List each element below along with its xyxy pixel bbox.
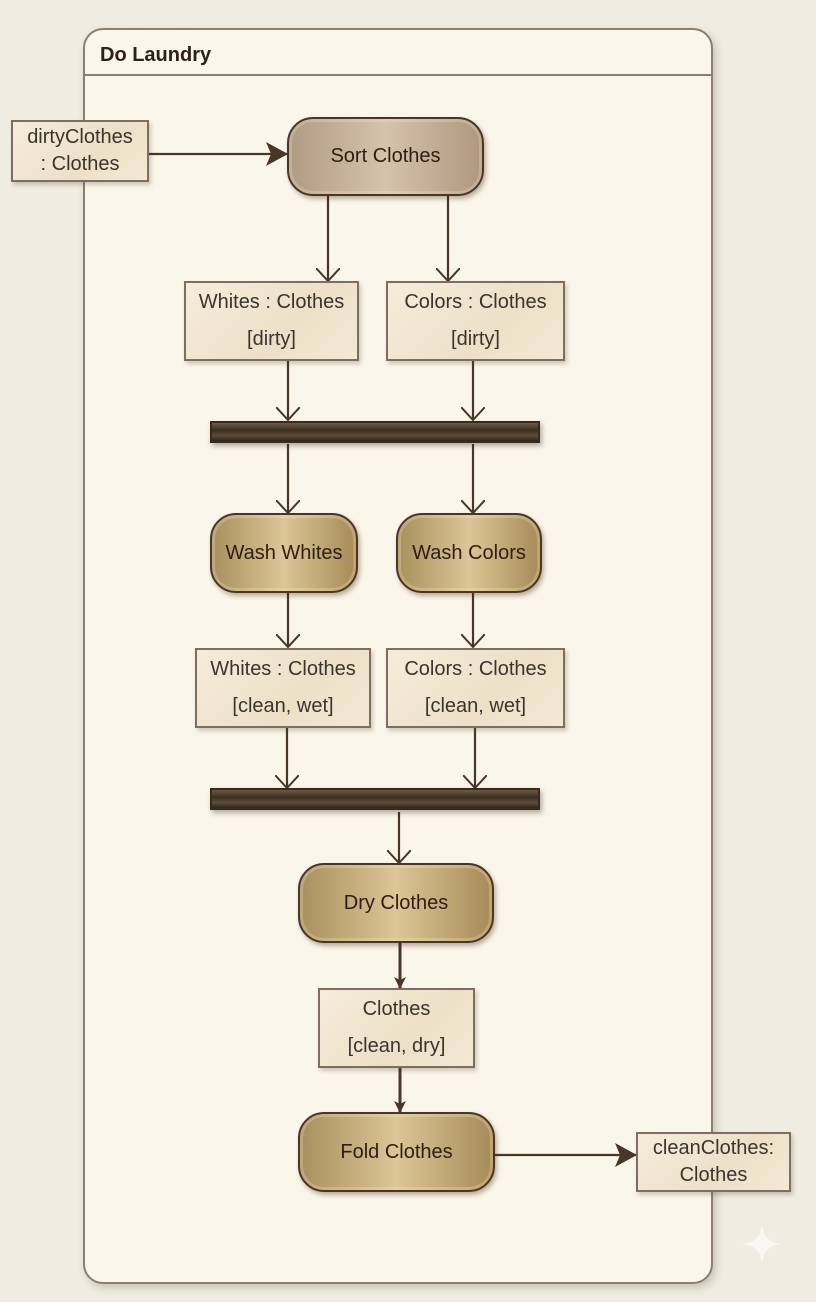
- object-state: [clean, dry]: [347, 1035, 446, 1057]
- object-name: Whites : Clothes: [210, 658, 356, 680]
- action-wash-whites[interactable]: Wash Whites: [210, 513, 358, 593]
- object-clothes-clean-dry[interactable]: Clothes [clean, dry]: [318, 988, 475, 1068]
- object-state: [dirty]: [247, 328, 296, 350]
- object-name: Colors : Clothes: [404, 291, 547, 313]
- object-colors-clean-wet[interactable]: Colors : Clothes [clean, wet]: [386, 648, 565, 728]
- action-label: Wash Colors: [412, 541, 526, 564]
- object-name: Whites : Clothes: [198, 291, 345, 313]
- action-fold-clothes[interactable]: Fold Clothes: [298, 1112, 495, 1192]
- output-pin-type: Clothes: [679, 1164, 748, 1186]
- output-pin-name: cleanClothes:: [652, 1137, 775, 1159]
- frame-title-divider: [85, 74, 711, 76]
- object-name: Clothes: [362, 998, 431, 1020]
- object-state: [clean, wet]: [424, 695, 527, 717]
- object-state: [dirty]: [451, 328, 500, 350]
- object-whites-clean-wet[interactable]: Whites : Clothes [clean, wet]: [195, 648, 371, 728]
- object-name: Colors : Clothes: [404, 658, 547, 680]
- join-bar-2: [210, 788, 540, 810]
- action-label: Dry Clothes: [343, 891, 449, 914]
- object-state: [clean, wet]: [232, 695, 334, 717]
- action-wash-colors[interactable]: Wash Colors: [396, 513, 542, 593]
- input-pin-type: : Clothes: [40, 153, 120, 175]
- action-label: Sort Clothes: [330, 145, 441, 167]
- join-fork-bar-1: [210, 421, 540, 443]
- activity-title: Do Laundry: [100, 44, 212, 66]
- output-pin-clean-clothes[interactable]: cleanClothes: Clothes: [636, 1132, 791, 1192]
- action-dry-clothes[interactable]: Dry Clothes: [298, 863, 494, 943]
- input-pin-dirty-clothes[interactable]: dirtyClothes : Clothes: [11, 120, 149, 182]
- object-colors-dirty[interactable]: Colors : Clothes [dirty]: [386, 281, 565, 361]
- action-label: Fold Clothes: [340, 1140, 453, 1163]
- sparkle-icon: [742, 1224, 782, 1264]
- object-whites-dirty[interactable]: Whites : Clothes [dirty]: [184, 281, 359, 361]
- action-sort-clothes[interactable]: Sort Clothes: [287, 117, 484, 196]
- input-pin-name: dirtyClothes: [27, 126, 133, 148]
- action-label: Wash Whites: [225, 541, 343, 564]
